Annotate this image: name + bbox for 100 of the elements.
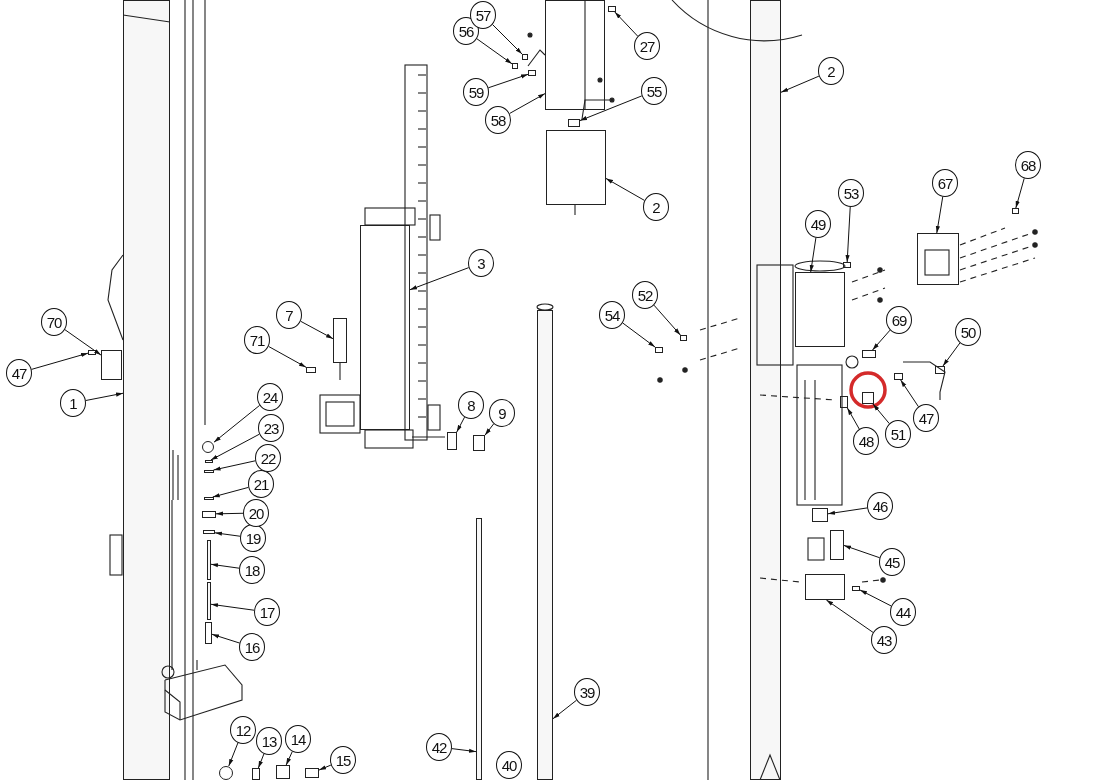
- part-outline: [935, 366, 945, 374]
- part-outline: [528, 70, 536, 76]
- leader-line: [212, 486, 249, 498]
- leader-line: [622, 322, 656, 348]
- leader-line: [935, 196, 944, 234]
- part-outline: [306, 367, 316, 373]
- part-outline: [894, 373, 903, 380]
- leader-line: [300, 320, 334, 340]
- part-outline: [522, 54, 528, 60]
- callout-number: 2: [643, 193, 669, 221]
- part-outline: [1012, 208, 1019, 214]
- callout-number: 70: [41, 308, 67, 336]
- callout-number: 18: [239, 556, 265, 584]
- leader-line: [872, 403, 890, 425]
- leader-line: [492, 24, 523, 55]
- leader-line: [210, 603, 255, 611]
- callout-number: 9: [489, 399, 515, 427]
- leader-line: [825, 599, 874, 633]
- column-part: [750, 0, 781, 780]
- callout-number: 48: [853, 427, 879, 455]
- callout-number: 50: [955, 318, 981, 346]
- leader-line: [409, 267, 470, 291]
- leader-line: [942, 342, 961, 367]
- leader-line: [809, 237, 817, 273]
- column-part: [207, 540, 211, 580]
- leader-line: [614, 11, 639, 37]
- column-part: [207, 582, 211, 620]
- part-outline: [360, 225, 410, 430]
- callout-number: 16: [239, 633, 265, 661]
- leader-line: [211, 633, 241, 644]
- part-outline: [205, 622, 212, 644]
- part-outline: [608, 6, 616, 12]
- part-outline: [204, 470, 214, 473]
- leader-line: [1015, 177, 1025, 209]
- callout-number: 3: [468, 249, 494, 277]
- leader-line: [653, 304, 681, 336]
- part-outline: [545, 0, 605, 110]
- leader-line: [605, 177, 645, 201]
- leader-line: [213, 460, 256, 471]
- leader-line: [228, 742, 239, 767]
- callout-number: 71: [244, 326, 270, 354]
- callout-number: 12: [230, 716, 256, 744]
- part-outline: [917, 233, 959, 285]
- part-outline: [202, 511, 216, 518]
- part-outline: [333, 318, 347, 363]
- leader-line: [509, 93, 546, 115]
- part-outline: [843, 262, 851, 268]
- callout-number: 45: [879, 548, 905, 576]
- part-outline: [655, 347, 663, 353]
- leader-line: [285, 751, 293, 766]
- callout-number: 1: [60, 389, 86, 417]
- part-outline: [305, 768, 319, 778]
- part-outline: [447, 432, 457, 450]
- callout-number: 55: [641, 77, 667, 105]
- part-outline: [795, 272, 845, 347]
- callout-number: 19: [240, 524, 266, 552]
- callout-number: 27: [634, 32, 660, 60]
- callout-number: 59: [463, 78, 489, 106]
- leader-line: [456, 416, 466, 433]
- leader-line: [85, 392, 124, 401]
- callout-number: 8: [458, 391, 484, 419]
- column-part: [476, 518, 482, 780]
- part-outline: [830, 530, 844, 560]
- leader-line: [451, 748, 477, 753]
- callout-number: 23: [258, 414, 284, 442]
- leader-line: [579, 95, 643, 122]
- leader-line: [210, 433, 260, 461]
- callout-number: 47: [6, 359, 32, 387]
- callout-number: 17: [254, 598, 280, 626]
- leader-line: [476, 38, 513, 65]
- part-outline: [203, 530, 215, 534]
- callout-number: 47: [913, 404, 939, 432]
- callout-number: 7: [276, 301, 302, 329]
- callout-number: 21: [248, 470, 274, 498]
- part-outline: [276, 765, 290, 779]
- leader-line: [318, 764, 332, 771]
- leader-line: [64, 329, 102, 356]
- callout-number: 24: [257, 383, 283, 411]
- leader-line: [846, 407, 860, 430]
- leader-line: [859, 589, 892, 607]
- part-outline: [473, 435, 485, 451]
- leader-line: [780, 75, 820, 93]
- leader-line: [257, 753, 265, 769]
- callout-number: 44: [890, 598, 916, 626]
- callout-number: 52: [632, 281, 658, 309]
- callout-number: 15: [330, 746, 356, 774]
- leader-line: [827, 507, 868, 515]
- part-outline: [88, 350, 96, 355]
- callout-number: 2: [818, 57, 844, 85]
- leader-line: [214, 531, 241, 537]
- callout-number: 14: [285, 725, 311, 753]
- part-outline: [805, 574, 845, 600]
- leader-line: [213, 404, 261, 443]
- part-outline: [852, 586, 860, 591]
- part-outline: [546, 130, 606, 205]
- callout-number: 20: [243, 499, 269, 527]
- part-outline: [862, 392, 874, 404]
- callout-number: 58: [485, 106, 511, 134]
- callout-number: 49: [805, 210, 831, 238]
- leader-line: [487, 73, 529, 89]
